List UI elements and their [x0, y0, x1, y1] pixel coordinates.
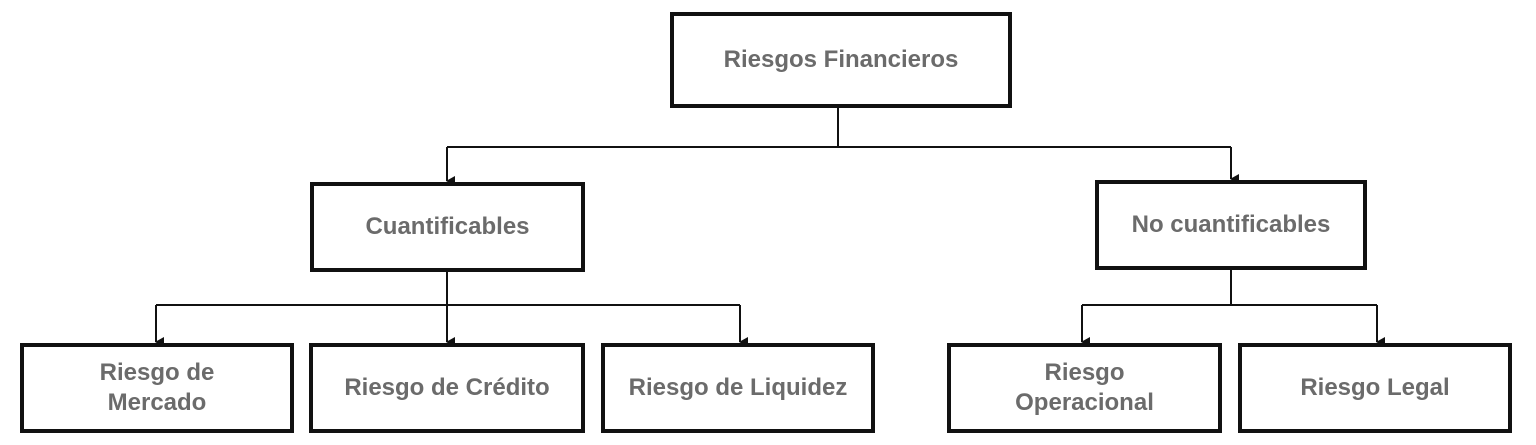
node-label: Riesgo de Crédito: [344, 374, 550, 401]
node-label: Riesgo Legal: [1300, 374, 1450, 401]
node-label: Riesgo de Liquidez: [628, 374, 848, 401]
node-riesgo-mercado: Riesgo de Mercado: [20, 343, 294, 433]
node-label: Cuantificables: [365, 213, 530, 240]
node-cuantificables: Cuantificables: [310, 182, 585, 272]
node-no-cuantificables: No cuantificables: [1095, 180, 1367, 270]
node-label: Riesgo Operacional: [1015, 359, 1154, 416]
node-riesgo-legal: Riesgo Legal: [1238, 343, 1512, 433]
node-riesgo-operacional: Riesgo Operacional: [947, 343, 1222, 433]
node-label: Riesgos Financieros: [723, 46, 959, 73]
node-label: No cuantificables: [1131, 211, 1331, 238]
node-riesgos-financieros: Riesgos Financieros: [670, 12, 1012, 108]
node-riesgo-liquidez: Riesgo de Liquidez: [601, 343, 875, 433]
node-riesgo-credito: Riesgo de Crédito: [309, 343, 585, 433]
node-label: Riesgo de Mercado: [99, 359, 215, 416]
